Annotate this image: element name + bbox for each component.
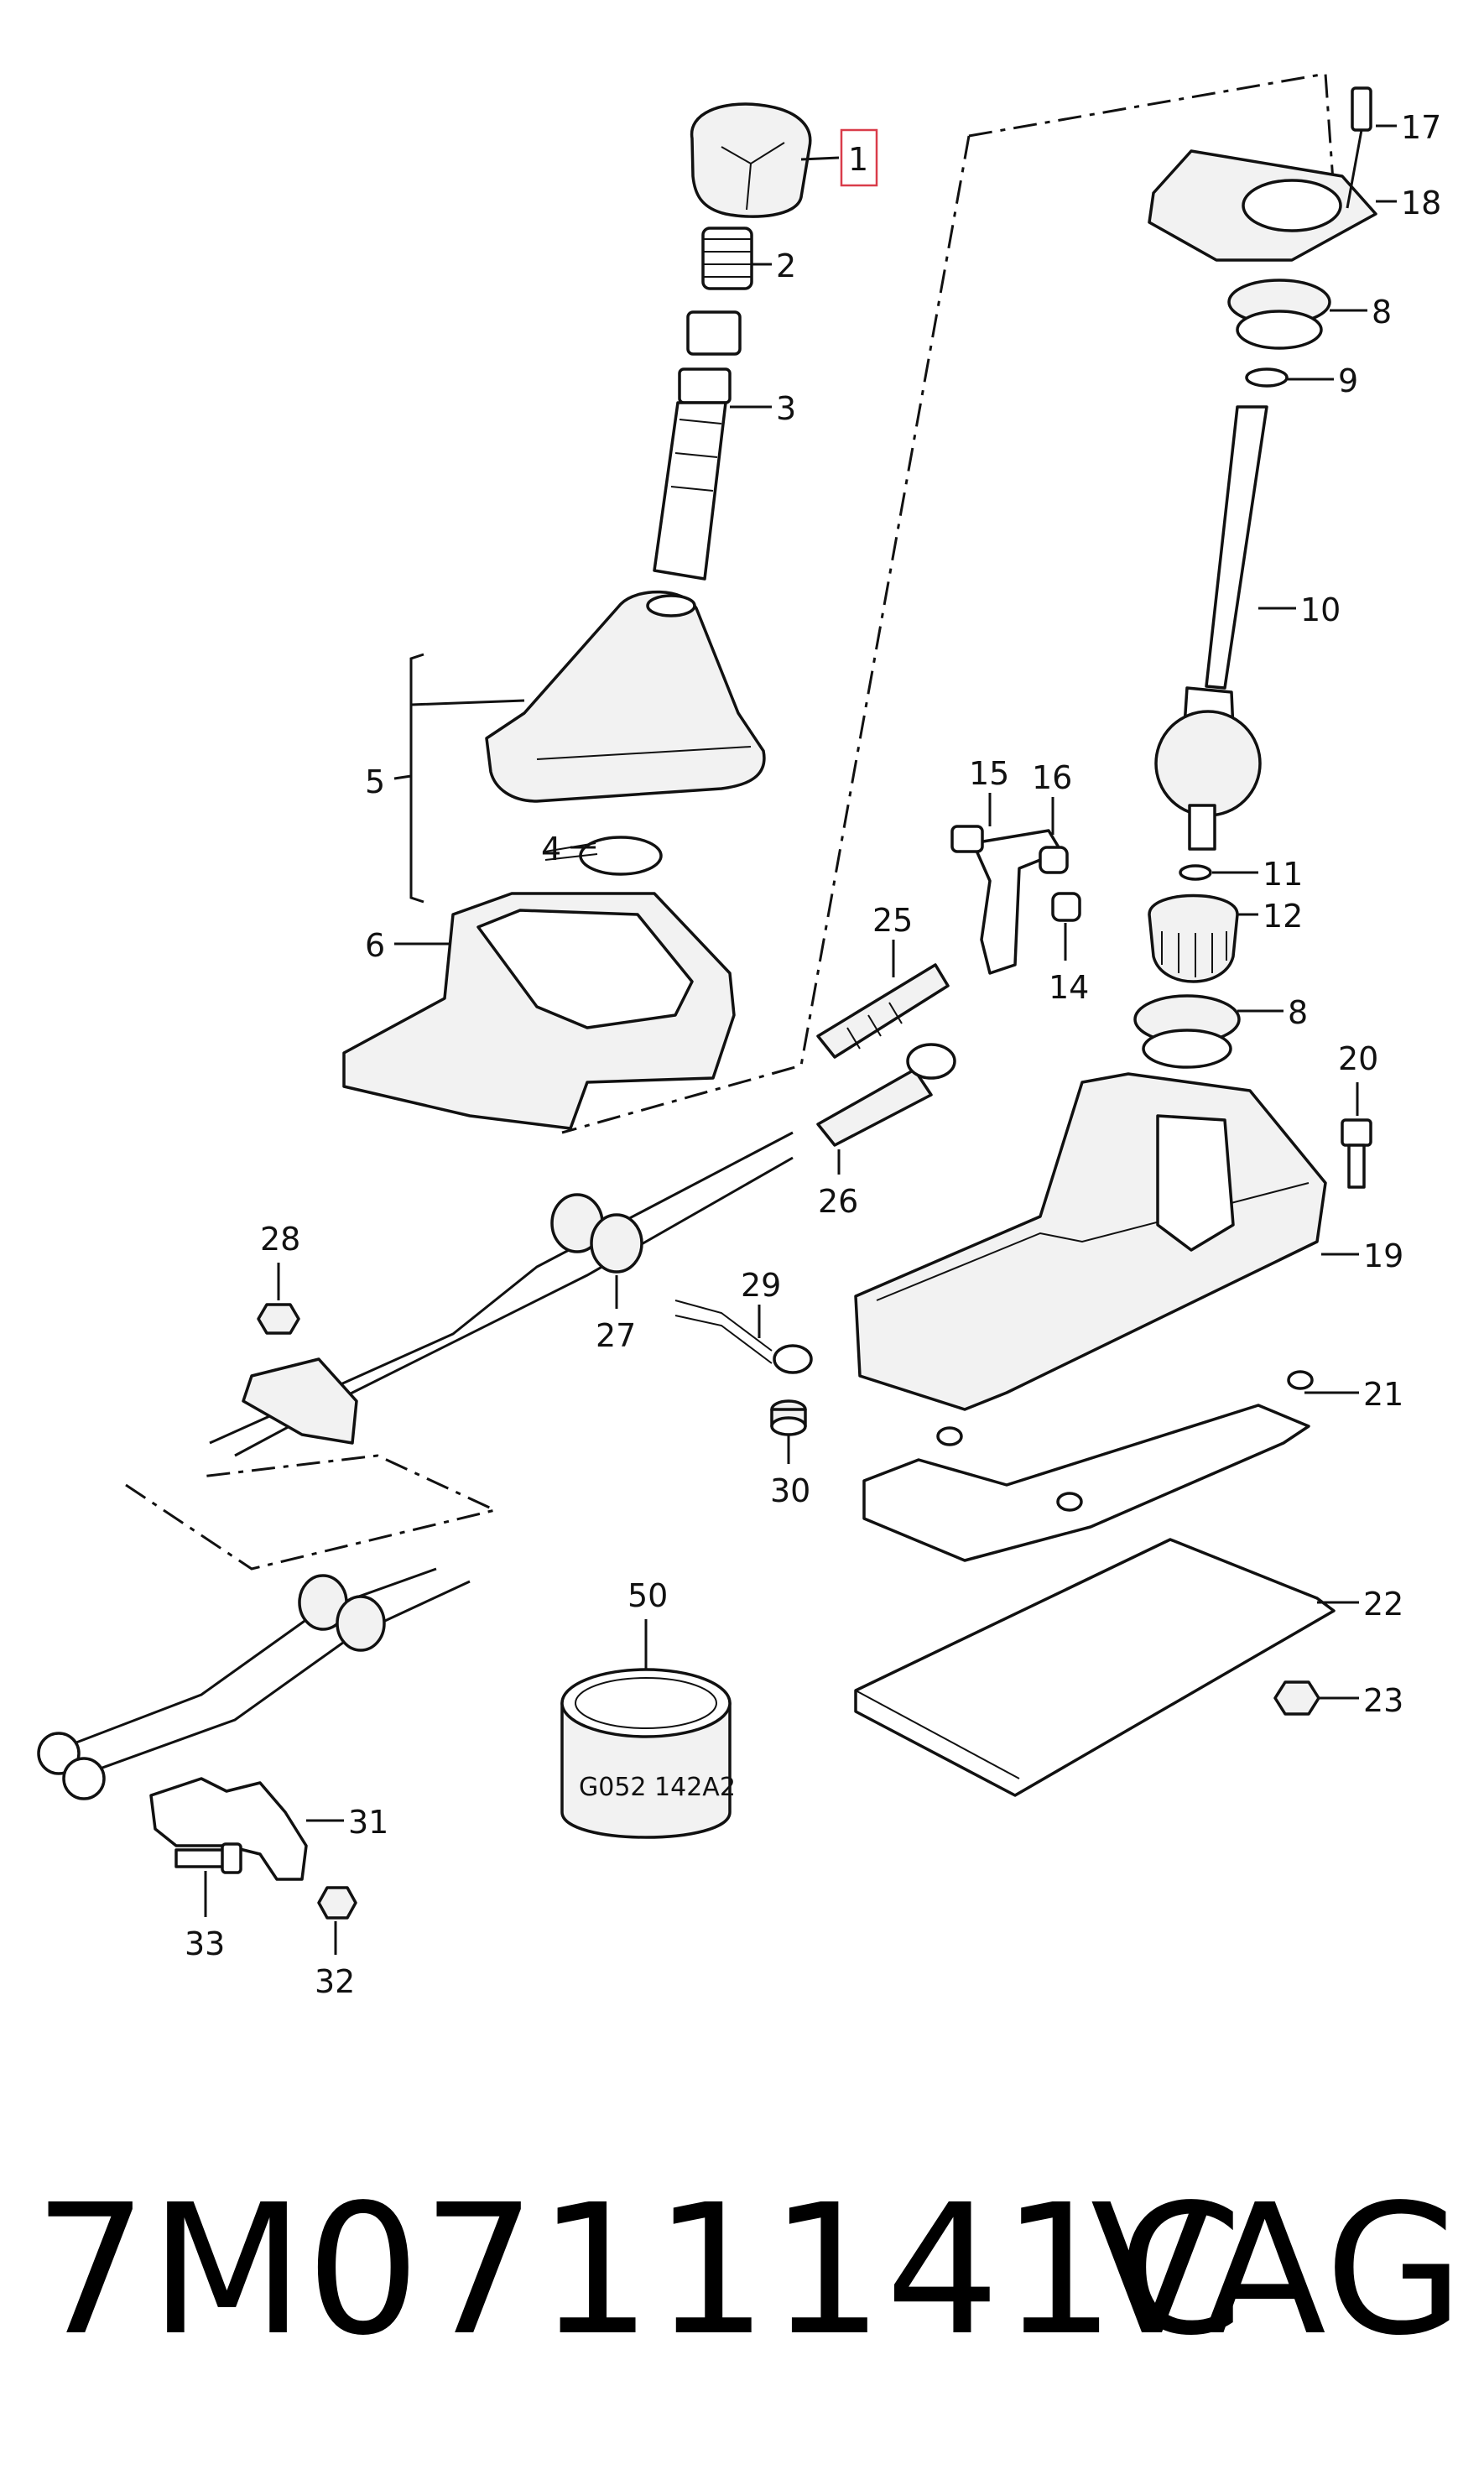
part-16-bracket	[950, 825, 1081, 975]
part-5-gear-boot	[485, 590, 766, 803]
part-18-cover-plate	[1148, 149, 1377, 262]
part-27-shift-cables	[209, 1131, 794, 1457]
callout-8-upper: 8	[1372, 294, 1392, 331]
part-32-nut	[317, 1886, 357, 1920]
part-23-nut	[1273, 1680, 1320, 1716]
part-20-bolt	[1341, 1118, 1372, 1189]
callout-29: 29	[741, 1267, 781, 1304]
part-8-bushing-lower	[1133, 994, 1241, 1069]
callout-11: 11	[1263, 856, 1303, 893]
exploded-parts-diagram: G052 142A2 1 2	[37, 72, 1441, 2000]
cable-link-line	[125, 1454, 499, 1571]
callout-3: 3	[776, 390, 796, 427]
callout-22: 22	[1363, 1586, 1403, 1623]
callout-1: 1	[848, 141, 868, 178]
callout-12: 12	[1263, 898, 1303, 935]
callout-16: 16	[1032, 759, 1072, 796]
callout-4: 4	[541, 831, 561, 867]
part-6-console-trim	[342, 892, 736, 1130]
callout-50: 50	[627, 1577, 668, 1614]
callout-20: 20	[1338, 1040, 1378, 1077]
callout-17: 17	[1401, 109, 1441, 146]
part-1-gear-knob	[690, 102, 812, 218]
part-19-gear-housing	[854, 1072, 1327, 1411]
part-30-bush	[770, 1399, 807, 1436]
callout-26: 26	[818, 1183, 858, 1220]
part-31-bracket	[149, 1777, 308, 1881]
callout-5: 5	[365, 763, 385, 800]
brand-text: VAG	[1090, 2166, 1466, 2375]
part-12-ball-socket	[1148, 893, 1239, 983]
part-9-ring	[1245, 367, 1289, 388]
callout-15: 15	[969, 755, 1009, 792]
callout-33: 33	[185, 1925, 225, 1962]
callout-9: 9	[1338, 362, 1358, 399]
callout-28: 28	[260, 1221, 300, 1258]
callout-18: 18	[1401, 185, 1441, 221]
part-17-screw	[1346, 86, 1372, 209]
part-10-shift-lever	[1154, 405, 1268, 851]
callout-2: 2	[776, 247, 796, 284]
callout-14: 14	[1049, 969, 1089, 1006]
part-26-cable-end	[816, 1043, 956, 1147]
part-21-base-plate	[862, 1370, 1314, 1562]
callout-21: 21	[1363, 1376, 1403, 1413]
part-50-grease-tin: G052 142A2	[560, 1668, 736, 1839]
part-2-spring	[701, 227, 753, 290]
part-22-heat-shield	[854, 1538, 1336, 1797]
highlight-box-callout-1	[840, 128, 878, 187]
part-number-text: 7M0711141C	[34, 2166, 1245, 2375]
callout-8-lower: 8	[1288, 994, 1308, 1031]
callout-19: 19	[1363, 1237, 1403, 1274]
assembly-boundary-line-left	[561, 135, 971, 1134]
callout-25: 25	[872, 902, 913, 939]
cable-ends-lower	[37, 1567, 471, 1800]
callout-30: 30	[770, 1472, 810, 1509]
leader-lines	[204, 124, 1397, 1955]
part-25-cable-end	[816, 963, 950, 1059]
part-4-clamp	[544, 836, 663, 876]
part-8-bushing-upper	[1227, 279, 1331, 350]
part-33-bolt	[174, 1842, 242, 1874]
assembly-boundary-line	[968, 72, 1336, 194]
cylinder-marking: G052 142A2	[579, 1773, 736, 1802]
callout-6: 6	[365, 927, 385, 964]
part-3-sleeve	[653, 310, 742, 581]
part-28-nut	[257, 1303, 300, 1335]
callout-10: 10	[1300, 591, 1341, 628]
callout-27: 27	[596, 1317, 636, 1354]
part-11-small-ring	[1179, 864, 1212, 881]
callout-32: 32	[315, 1963, 355, 2000]
part-29-spring-clip	[674, 1300, 813, 1374]
callout-23: 23	[1363, 1682, 1403, 1719]
caption-footer: 7M0711141C VAG	[0, 2148, 1484, 2399]
callout-31: 31	[348, 1804, 388, 1841]
